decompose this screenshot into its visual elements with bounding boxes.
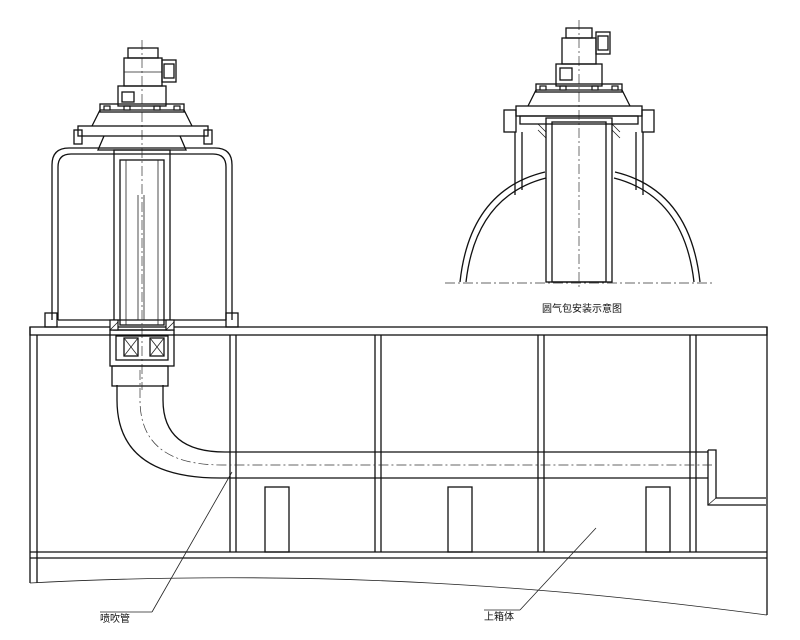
leader-lines bbox=[100, 471, 597, 613]
blow-pipe-label: 喷吹管 bbox=[100, 612, 130, 625]
round-airbag-sketch bbox=[445, 20, 715, 290]
left-pulse-valve bbox=[73, 47, 213, 151]
round-airbag-caption: 圆气包安装示意图 bbox=[542, 302, 622, 315]
blow-pipe bbox=[111, 365, 712, 479]
upper-box bbox=[29, 326, 768, 616]
upper-box-label: 上箱体 bbox=[484, 610, 514, 623]
left-air-tank bbox=[44, 40, 239, 390]
